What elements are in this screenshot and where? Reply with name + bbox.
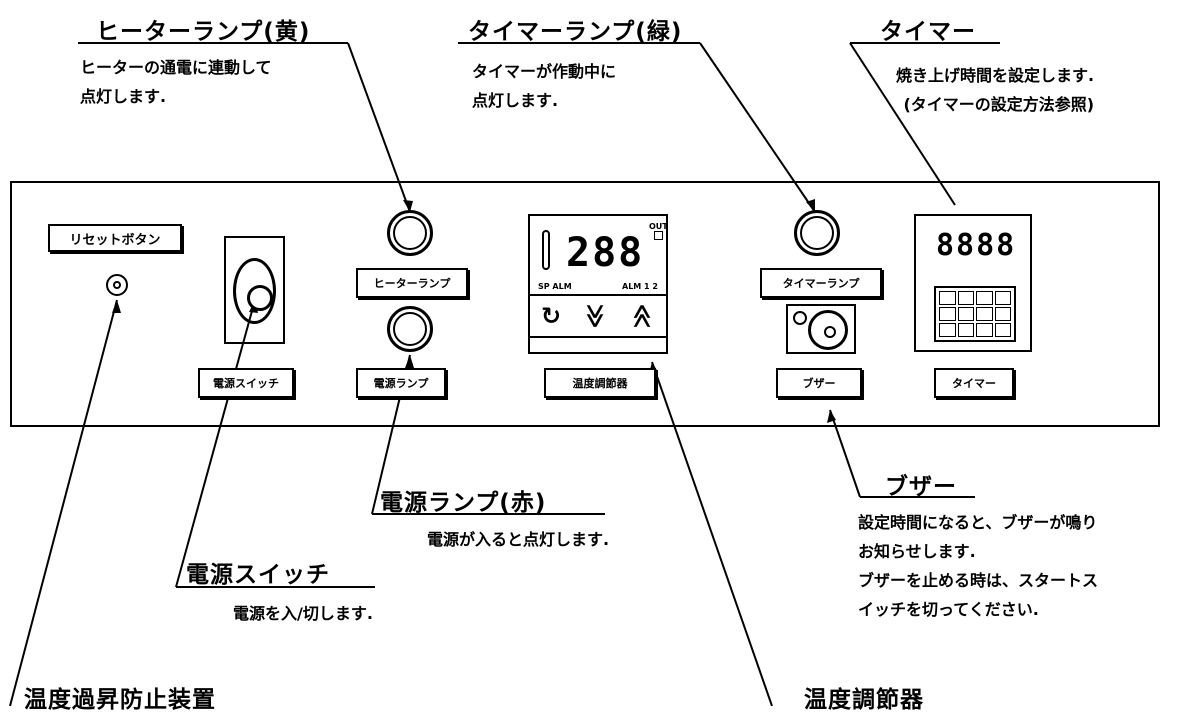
heater-lamp-callout-desc: ヒーターの通電に連動して 点灯します. (80, 53, 272, 111)
desc-line: ヒーターの通電に連動して (80, 58, 272, 77)
desc-line: 電源が入ると点灯します. (427, 530, 610, 549)
overheat-callout-title: 温度過昇防止装置 (24, 687, 216, 713)
timer-lamp (794, 210, 840, 256)
buzzer-center (824, 326, 836, 338)
controller-out-indicator (654, 231, 663, 240)
controller-button-row: ↻ ≫ ≪ (530, 296, 666, 336)
power-switch-rocker (233, 258, 276, 324)
desc-line: 焼き上げ時間を設定します. (896, 66, 1095, 85)
timer-key[interactable] (976, 307, 993, 321)
reset-button-label: リセットボタン (48, 224, 182, 252)
controller-bottom-divider (530, 336, 666, 338)
timer-callout-title: タイマー (880, 19, 976, 45)
buzzer-small-circle (793, 311, 807, 325)
power-lamp-callout-desc: 電源が入ると点灯します. (427, 525, 609, 554)
controller-sp-alm-label: SP ALM (538, 282, 572, 291)
controller-alm-12-label: ALM 1 2 (622, 282, 658, 291)
timer-key[interactable] (976, 291, 993, 305)
buzzer-label: ブザー (776, 368, 862, 398)
timer-key[interactable] (994, 323, 1011, 337)
temperature-controller: OUT 288 SP ALM ALM 1 2 ↻ ≫ ≪ (528, 214, 668, 354)
desc-line: 点灯します. (80, 87, 167, 106)
buzzer (786, 304, 856, 354)
controller-display: 288 (566, 230, 645, 276)
timer-keypad[interactable] (934, 286, 1016, 342)
heater-lamp (387, 210, 433, 256)
timer-device: 8888 (914, 214, 1032, 352)
power-lamp-label: 電源ランプ (356, 368, 446, 398)
timer-key[interactable] (939, 323, 956, 337)
power-switch[interactable] (224, 236, 285, 344)
heater-lamp-callout-title: ヒーターランプ(黄) (96, 19, 311, 45)
timer-key[interactable] (939, 291, 956, 305)
timer-key[interactable] (939, 307, 956, 321)
controller-out-label: OUT (649, 222, 668, 231)
reset-button-center (113, 281, 121, 289)
temp-controller-callout-title: 温度調節器 (804, 687, 924, 713)
desc-line: タイマーが作動中に (472, 62, 617, 81)
power-lamp (387, 306, 433, 352)
timer-key[interactable] (957, 323, 974, 337)
timer-display: 8888 (936, 228, 1017, 263)
desc-line: お知らせします. (858, 542, 976, 561)
timer-key[interactable] (994, 291, 1011, 305)
desc-line: ブザーを止める時は、スタートス (858, 571, 1099, 590)
desc-line: 設定時間になると、ブザーが鳴り (858, 513, 1098, 532)
buzzer-callout-title: ブザー (885, 474, 957, 500)
controller-divider (530, 294, 666, 296)
controller-sp-indicator (542, 230, 550, 270)
timer-callout-desc: 焼き上げ時間を設定します. (タイマーの設定方法参照) (896, 61, 1094, 119)
power-switch-callout-title: 電源スイッチ (186, 562, 330, 588)
temp-controller-label: 温度調節器 (544, 368, 656, 398)
timer-lamp-callout-desc: タイマーが作動中に 点灯します. (472, 57, 616, 115)
power-switch-label: 電源スイッチ (198, 368, 294, 398)
controller-down-button[interactable]: ≫ (581, 303, 610, 329)
desc-line: (タイマーの設定方法参照) (903, 95, 1095, 114)
timer-lamp-label: タイマーランプ (760, 268, 882, 298)
power-switch-callout-desc: 電源を入/切します. (233, 599, 373, 628)
timer-lamp-callout-title: タイマーランプ(緑) (468, 19, 683, 45)
desc-line: イッチを切ってください. (858, 600, 1039, 619)
controller-mode-button[interactable]: ↻ (540, 302, 562, 330)
desc-line: 電源を入/切します. (233, 604, 373, 623)
timer-key[interactable] (957, 307, 974, 321)
power-lamp-callout-title: 電源ランプ(赤) (380, 490, 547, 516)
timer-key[interactable] (994, 307, 1011, 321)
controller-up-button[interactable]: ≪ (628, 303, 657, 329)
timer-label: タイマー (934, 368, 1014, 398)
timer-key[interactable] (976, 323, 993, 337)
heater-lamp-label: ヒーターランプ (356, 268, 468, 298)
desc-line: 点灯します. (472, 91, 559, 110)
buzzer-grille (808, 310, 848, 350)
buzzer-callout-desc: 設定時間になると、ブザーが鳴り お知らせします. ブザーを止める時は、スタートス… (858, 508, 1098, 624)
control-panel (10, 181, 1160, 427)
reset-button[interactable] (106, 274, 128, 296)
power-switch-knob (247, 285, 273, 311)
timer-key[interactable] (957, 291, 974, 305)
